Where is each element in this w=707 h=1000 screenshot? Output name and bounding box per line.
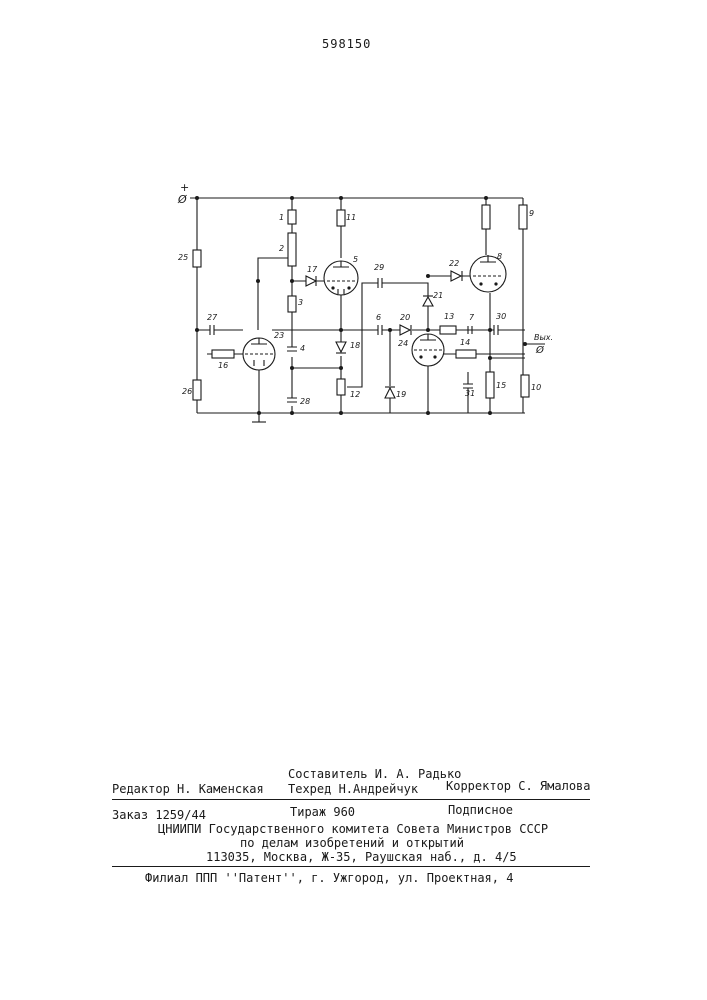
resistor-13: [440, 326, 456, 334]
resistor-3: [288, 296, 296, 312]
subscription-note: Подписное: [448, 803, 513, 817]
component-labels: + Ø Вых. Ø 1 2 3 4 5 6 7 8 9 10 11 12 13…: [177, 181, 553, 406]
label-6: 6: [376, 313, 381, 322]
label-31: 31: [465, 389, 475, 398]
resistors: [193, 205, 529, 400]
label-12: 12: [350, 390, 360, 399]
label-21: 21: [433, 291, 443, 300]
supply-terminal-label: Ø: [177, 193, 187, 206]
label-7: 7: [469, 313, 475, 322]
diode-21: [423, 297, 433, 306]
capacitor-28: [287, 398, 297, 402]
label-14: 14: [460, 338, 470, 347]
label-8: 8: [497, 252, 502, 261]
label-9: 9: [529, 209, 534, 218]
label-19: 19: [396, 390, 406, 399]
label-30: 30: [496, 312, 506, 321]
label-24: 24: [398, 339, 408, 348]
branch-line: Филиал ППП ''Патент'', г. Ужгород, ул. П…: [145, 871, 513, 885]
label-22: 22: [449, 259, 459, 268]
editor-credit: Редактор Н. Каменская: [112, 782, 264, 796]
capacitor-29: [378, 278, 382, 288]
resistor-2: [288, 233, 296, 266]
capacitor-30: [494, 325, 498, 335]
resistor-8-load: [482, 205, 490, 229]
label-5: 5: [353, 255, 358, 264]
junctions: [195, 196, 527, 415]
label-11: 11: [346, 213, 356, 222]
label-20: 20: [400, 313, 410, 322]
resistor-1: [288, 210, 296, 224]
diode-22: [451, 271, 461, 281]
compiler-credit: Составитель И. А. Радько: [288, 767, 461, 781]
address-line: 113035, Москва, Ж-35, Раушская наб., д. …: [206, 850, 517, 864]
resistor-14: [456, 350, 476, 358]
resistor-12: [337, 379, 345, 395]
resistor-9: [519, 205, 527, 229]
label-23: 23: [274, 331, 284, 340]
capacitor-6: [378, 325, 382, 335]
output-terminal-label: Ø: [535, 344, 545, 356]
diode-18: [336, 342, 346, 352]
resistor-26: [193, 380, 201, 400]
techeditor-credit: Техред Н.Андрейчук: [288, 782, 418, 796]
resistor-25: [193, 250, 201, 267]
committee-line: по делам изобретений и открытий: [240, 836, 464, 850]
capacitor-4: [287, 347, 297, 351]
capacitor-27: [210, 325, 214, 335]
label-13: 13: [444, 312, 454, 321]
corrector-credit: Корректор С. Ямалова: [446, 779, 591, 793]
label-29: 29: [374, 263, 384, 272]
label-3: 3: [298, 298, 303, 307]
order-number: Заказ 1259/44: [112, 808, 206, 822]
divider-top: [112, 799, 590, 800]
resistor-16: [212, 350, 234, 358]
label-27: 27: [207, 313, 218, 322]
label-17: 17: [307, 265, 318, 274]
diode-17: [306, 276, 316, 286]
diode-20: [400, 325, 410, 335]
output-label: Вых.: [534, 333, 553, 342]
label-16: 16: [218, 361, 228, 370]
label-1: 1: [279, 213, 284, 222]
label-4: 4: [300, 344, 305, 353]
circulation: Тираж 960: [290, 805, 355, 819]
resistor-15: [486, 372, 494, 398]
label-26: 26: [182, 387, 192, 396]
label-2: 2: [279, 244, 284, 253]
diode-19: [385, 388, 395, 398]
resistor-10: [521, 375, 529, 397]
institute-line: ЦНИИПИ Государственного комитета Совета …: [158, 822, 548, 836]
label-10: 10: [531, 383, 541, 392]
capacitor-31: [463, 384, 473, 388]
label-15: 15: [496, 381, 506, 390]
label-18: 18: [350, 341, 360, 350]
divider-bottom: [112, 866, 590, 867]
label-28: 28: [300, 397, 310, 406]
resistor-11: [337, 210, 345, 226]
label-25: 25: [178, 253, 188, 262]
